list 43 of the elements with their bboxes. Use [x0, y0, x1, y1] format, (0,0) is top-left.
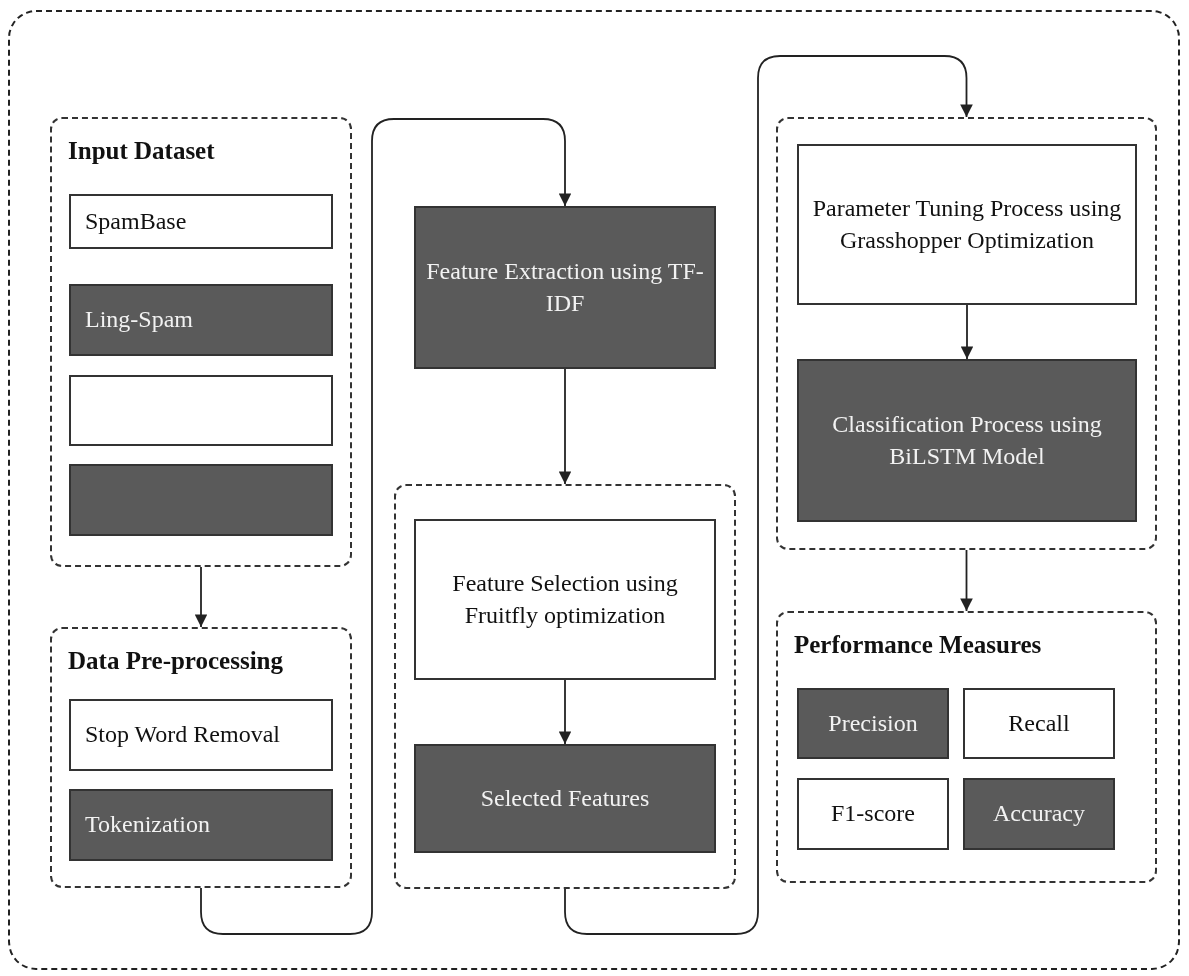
- process-box: [797, 359, 1137, 522]
- dashed-group: [50, 117, 352, 567]
- box-label: Recall: [1007, 708, 1071, 738]
- dashed-group: [394, 484, 736, 889]
- process-box: [69, 375, 333, 446]
- box-label: Selected Features: [479, 783, 651, 813]
- box-label: Parameter Tuning Process using Grasshopper Optimization: [811, 194, 1123, 255]
- arrow: [564, 55, 973, 935]
- dashed-group: [50, 627, 352, 888]
- box-label: Accuracy: [992, 799, 1086, 829]
- process-box: [797, 688, 949, 759]
- arrow: [960, 549, 973, 612]
- process-box: [414, 744, 716, 853]
- arrow: [558, 679, 572, 745]
- box-label: Tokenization: [84, 810, 211, 840]
- dashed-group: [776, 117, 1157, 550]
- box-label: Ling-Spam: [84, 305, 194, 335]
- process-box: [69, 464, 333, 536]
- process-box: [414, 206, 716, 369]
- box-label: SpamBase: [84, 206, 188, 236]
- arrow: [200, 118, 572, 935]
- process-box: [414, 519, 716, 680]
- process-box: [963, 778, 1115, 850]
- arrow: [960, 304, 974, 360]
- box-label: Stop Word Removal: [84, 720, 281, 750]
- dashed-group: [776, 611, 1157, 883]
- box-label: Classification Process using BiLSTM Model: [831, 410, 1103, 471]
- group-heading: Data Pre-processing: [68, 646, 283, 676]
- box-label: Feature Selection using Fruitfly optimization: [451, 569, 679, 630]
- box-label: F1-score: [830, 799, 916, 829]
- process-box: [69, 789, 333, 861]
- process-box: [797, 144, 1137, 305]
- process-box: [69, 699, 333, 771]
- group-heading: Input Dataset: [68, 136, 215, 166]
- arrow: [194, 566, 208, 628]
- process-box: [797, 778, 949, 850]
- process-box: [963, 688, 1115, 759]
- box-label: Precision: [827, 708, 919, 738]
- arrow: [558, 368, 572, 485]
- box-label: Feature Extraction using TF-IDF: [425, 257, 705, 318]
- group-heading: Performance Measures: [794, 630, 1042, 660]
- process-box: [69, 194, 333, 249]
- process-box: [69, 284, 333, 356]
